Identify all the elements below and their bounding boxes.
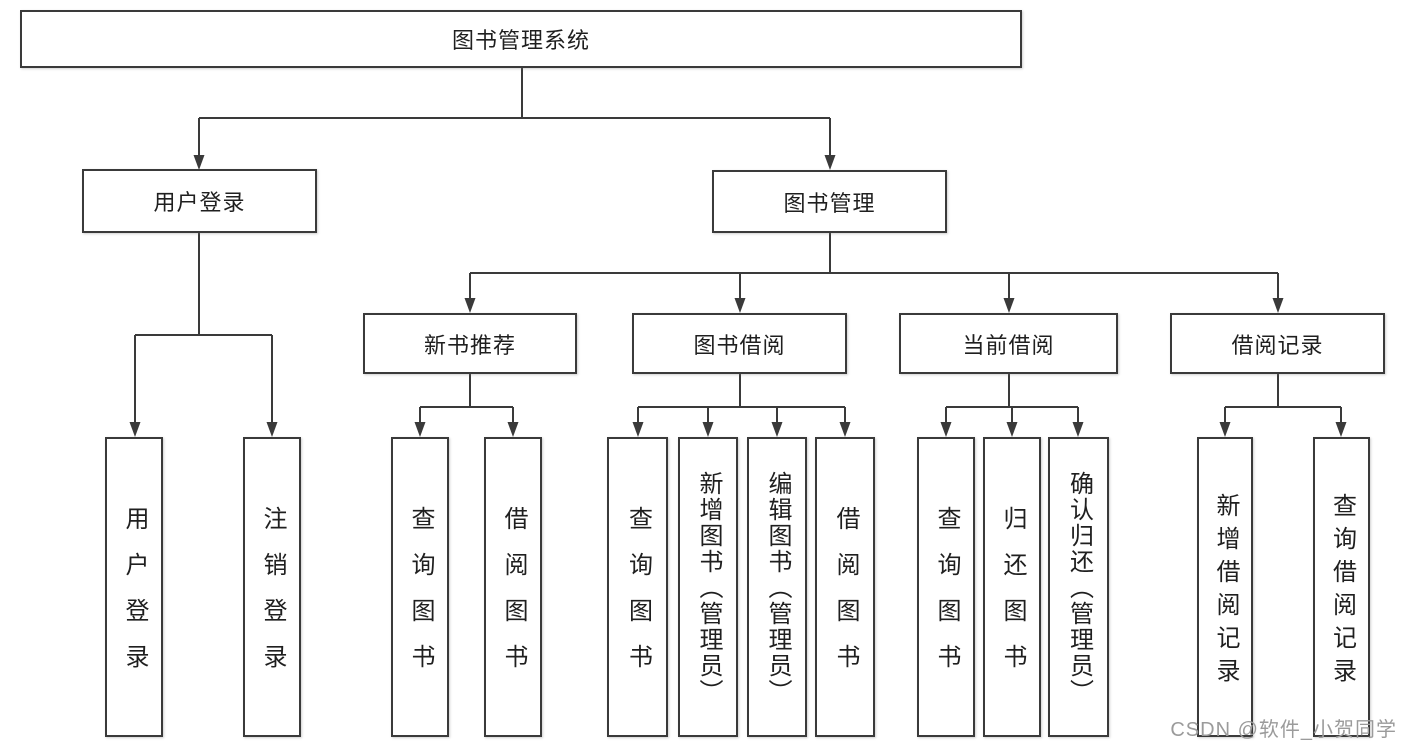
node-label: 新增图书（管理员）: [695, 471, 722, 705]
group-current-borrowing: 当前借阅: [899, 313, 1118, 374]
leaf-user-login: 用户登录: [105, 437, 163, 737]
node-label: 借阅图书: [500, 506, 527, 690]
node-label: 借阅图书: [832, 506, 859, 690]
arrow-icon: [414, 422, 426, 437]
leaf-nbr-query-books: 查询图书: [391, 437, 449, 737]
arrow-icon: [193, 155, 205, 170]
arrow-icon: [702, 422, 714, 437]
node-label: 新增借阅记录: [1212, 492, 1239, 691]
node-label: 用户登录: [121, 506, 148, 690]
leaf-cb-query-books: 查询图书: [917, 437, 975, 737]
arrowheads: [129, 155, 1347, 437]
leaf-logout-login: 注销登录: [243, 437, 301, 737]
node-label: 查询图书: [933, 506, 960, 690]
group-borrow-records: 借阅记录: [1170, 313, 1385, 374]
arrow-icon: [824, 155, 836, 170]
connector-user-login: [134, 233, 273, 423]
arrow-icon: [507, 422, 519, 437]
connector-root: [198, 68, 831, 156]
node-label: 图书借阅: [693, 332, 786, 358]
leaf-br-add-record: 新增借阅记录: [1197, 437, 1253, 737]
arrow-icon: [1072, 422, 1084, 437]
branch-book-management: 图书管理: [712, 170, 947, 233]
connector-book-borrowing: [637, 374, 846, 423]
watermark: CSDN @软件_小贺同学: [1170, 719, 1397, 741]
arrow-icon: [940, 422, 952, 437]
arrow-icon: [1272, 298, 1284, 313]
arrow-icon: [632, 422, 644, 437]
node-label: 新书推荐: [423, 332, 516, 358]
group-book-borrowing: 图书借阅: [632, 313, 847, 374]
node-label: 注销登录: [259, 506, 286, 690]
leaf-bb-add-books-admin: 新增图书（管理员）: [678, 437, 738, 737]
arrow-icon: [839, 422, 851, 437]
node-label: 借阅记录: [1231, 332, 1324, 358]
arrow-icon: [734, 298, 746, 313]
connector-book-management: [469, 233, 1279, 299]
arrow-icon: [1335, 422, 1347, 437]
arrow-icon: [129, 422, 141, 437]
leaf-bb-edit-books-admin: 编辑图书（管理员）: [747, 437, 807, 737]
node-label: 图书管理: [783, 190, 876, 216]
branch-user-login: 用户登录: [82, 169, 317, 233]
group-new-book-recommend: 新书推荐: [363, 313, 577, 374]
node-label: 用户登录: [153, 190, 246, 215]
leaf-cb-return-books: 归还图书: [983, 437, 1041, 737]
arrow-icon: [1003, 298, 1015, 313]
connector-new-book-recommend: [419, 374, 514, 423]
node-label: 当前借阅: [962, 332, 1055, 358]
node-label: 查询图书: [624, 506, 652, 690]
leaf-bb-query-books: 查询图书: [607, 437, 668, 737]
arrow-icon: [266, 422, 278, 437]
arrow-icon: [771, 422, 783, 437]
arrow-icon: [1006, 422, 1018, 437]
arrow-icon: [464, 298, 476, 313]
connector-current-borrowing: [945, 374, 1079, 423]
node-label: 查询图书: [407, 506, 434, 690]
leaf-nbr-borrow-books: 借阅图书: [484, 437, 542, 737]
connector-borrow-records: [1224, 374, 1342, 423]
node-label: 编辑图书（管理员）: [764, 471, 791, 705]
leaf-br-query-record: 查询借阅记录: [1313, 437, 1370, 737]
leaf-cb-confirm-return-admin: 确认归还（管理员）: [1048, 437, 1109, 737]
node-label: 查询借阅记录: [1328, 492, 1356, 691]
leaf-bb-borrow-books: 借阅图书: [815, 437, 875, 737]
node-root: 图书管理系统: [20, 10, 1022, 68]
node-label: 归还图书: [999, 506, 1026, 690]
node-label: 确认归还（管理员）: [1065, 471, 1093, 705]
node-label: 图书管理系统: [451, 28, 590, 53]
arrow-icon: [1219, 422, 1231, 437]
